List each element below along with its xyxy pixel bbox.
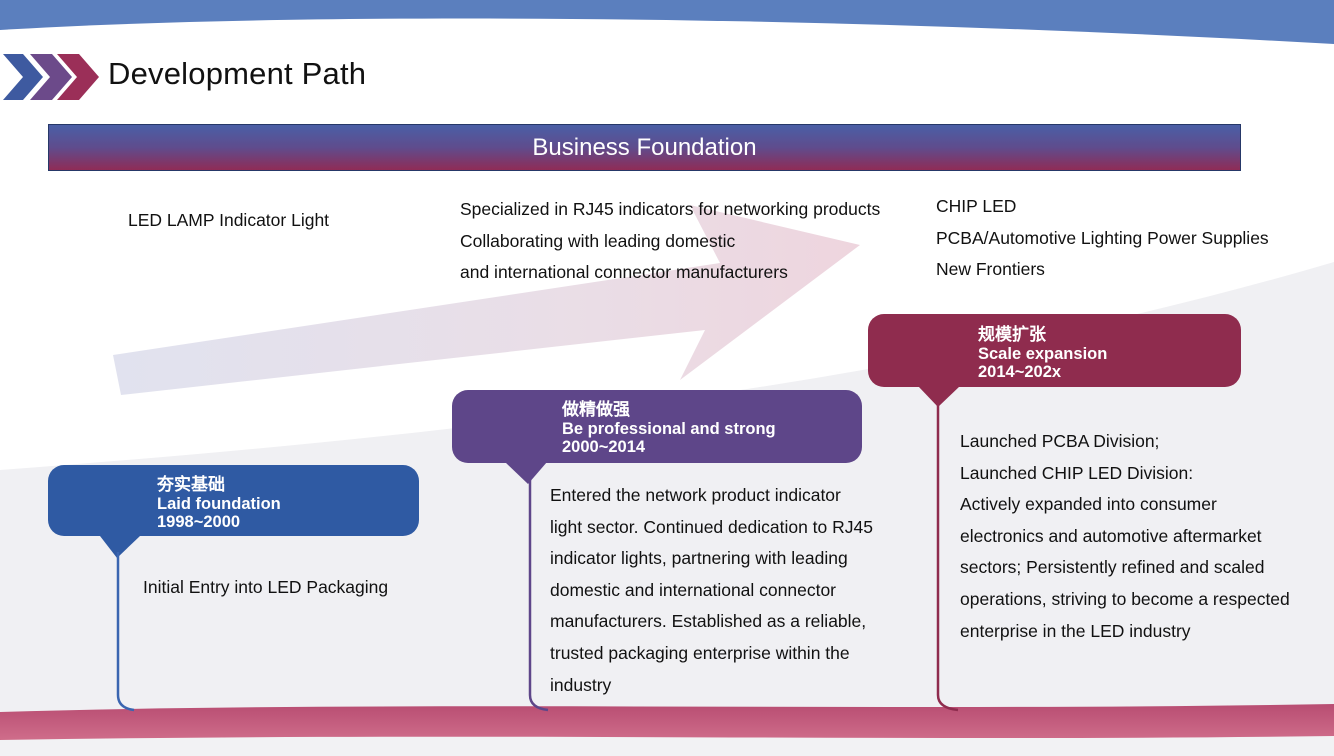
banner-label: Business Foundation xyxy=(532,133,757,161)
foundation-line: and international connector manufacturer… xyxy=(460,262,788,282)
bubble-tail xyxy=(505,462,547,484)
stage-title-en: Laid foundation xyxy=(157,495,281,513)
bubble-tail xyxy=(918,386,960,407)
description-line: manufacturers. Established as a reliable… xyxy=(550,611,867,632)
description-line: trusted packaging enterprise within the xyxy=(550,642,850,663)
stage-bubble-scale: 规模扩张 Scale expansion 2014~202x xyxy=(868,314,1241,387)
foundation-line: Collaborating with leading domestic xyxy=(460,230,736,251)
foundation-line: New Frontiers xyxy=(936,259,1045,279)
stage-dates: 1998~2000 xyxy=(157,513,241,531)
business-foundation-banner: Business Foundation xyxy=(48,124,1241,171)
description-line: light sector. Continued dedication to RJ… xyxy=(550,516,873,537)
description-line: Entered the network product indicator xyxy=(550,485,841,505)
growth-arrow-icon xyxy=(113,205,860,395)
stage-title-zh: 规模扩张 xyxy=(978,325,1046,344)
foundation-col1: LED LAMP Indicator Light xyxy=(128,205,329,237)
timeline-line xyxy=(936,402,959,712)
description-line: domestic and international connector xyxy=(550,579,837,600)
foundation-col2: Specialized in RJ45 indicators for netwo… xyxy=(460,194,880,289)
description-line: Launched PCBA Division; xyxy=(960,431,1160,451)
foundation-line: LED LAMP Indicator Light xyxy=(128,210,330,230)
stage-title-en: Be professional and strong xyxy=(562,420,776,438)
foundation-line: CHIP LED xyxy=(936,196,1017,216)
page-title: Development Path xyxy=(108,56,367,91)
stage-title-en: Scale expansion xyxy=(978,345,1108,363)
description-line: Initial Entry into LED Packaging xyxy=(143,577,389,597)
stage-bubble-foundation: 夯实基础 Laid foundation 1998~2000 xyxy=(48,465,419,536)
description-line: sectors; Persistently refined and scaled xyxy=(960,557,1265,578)
foundation-line: Specialized in RJ45 indicators for netwo… xyxy=(460,199,881,219)
description-line: Actively expanded into consumer xyxy=(960,494,1217,515)
timeline-line xyxy=(116,552,135,712)
description-line: indicator lights, partnering with leadin… xyxy=(550,548,848,569)
description-line: electronics and automotive aftermarket xyxy=(960,525,1262,546)
stage-description: Launched PCBA Division; Launched CHIP LE… xyxy=(960,426,1290,647)
stage-bubble-professional: 做精做强 Be professional and strong 2000~201… xyxy=(452,390,862,463)
timeline-line xyxy=(528,478,549,712)
stage-title-zh: 做精做强 xyxy=(562,400,630,419)
stage-dates: 2000~2014 xyxy=(562,438,646,456)
chevrons-icon xyxy=(3,54,99,100)
stage-title-zh: 夯实基础 xyxy=(157,475,225,494)
description-line: enterprise in the LED industry xyxy=(960,620,1191,641)
stage-dates: 2014~202x xyxy=(978,363,1062,381)
foundation-line: PCBA/Automotive Lighting Power Supplies xyxy=(936,227,1269,248)
description-line: industry xyxy=(550,674,612,695)
stage-description: Entered the network product indicator li… xyxy=(550,480,873,701)
bubble-tail xyxy=(100,536,140,558)
description-line: operations, striving to become a respect… xyxy=(960,588,1290,609)
stage-description: Initial Entry into LED Packaging xyxy=(143,572,388,604)
description-line: Launched CHIP LED Division: xyxy=(960,462,1194,483)
foundation-col3: CHIP LED PCBA/Automotive Lighting Power … xyxy=(936,191,1269,286)
